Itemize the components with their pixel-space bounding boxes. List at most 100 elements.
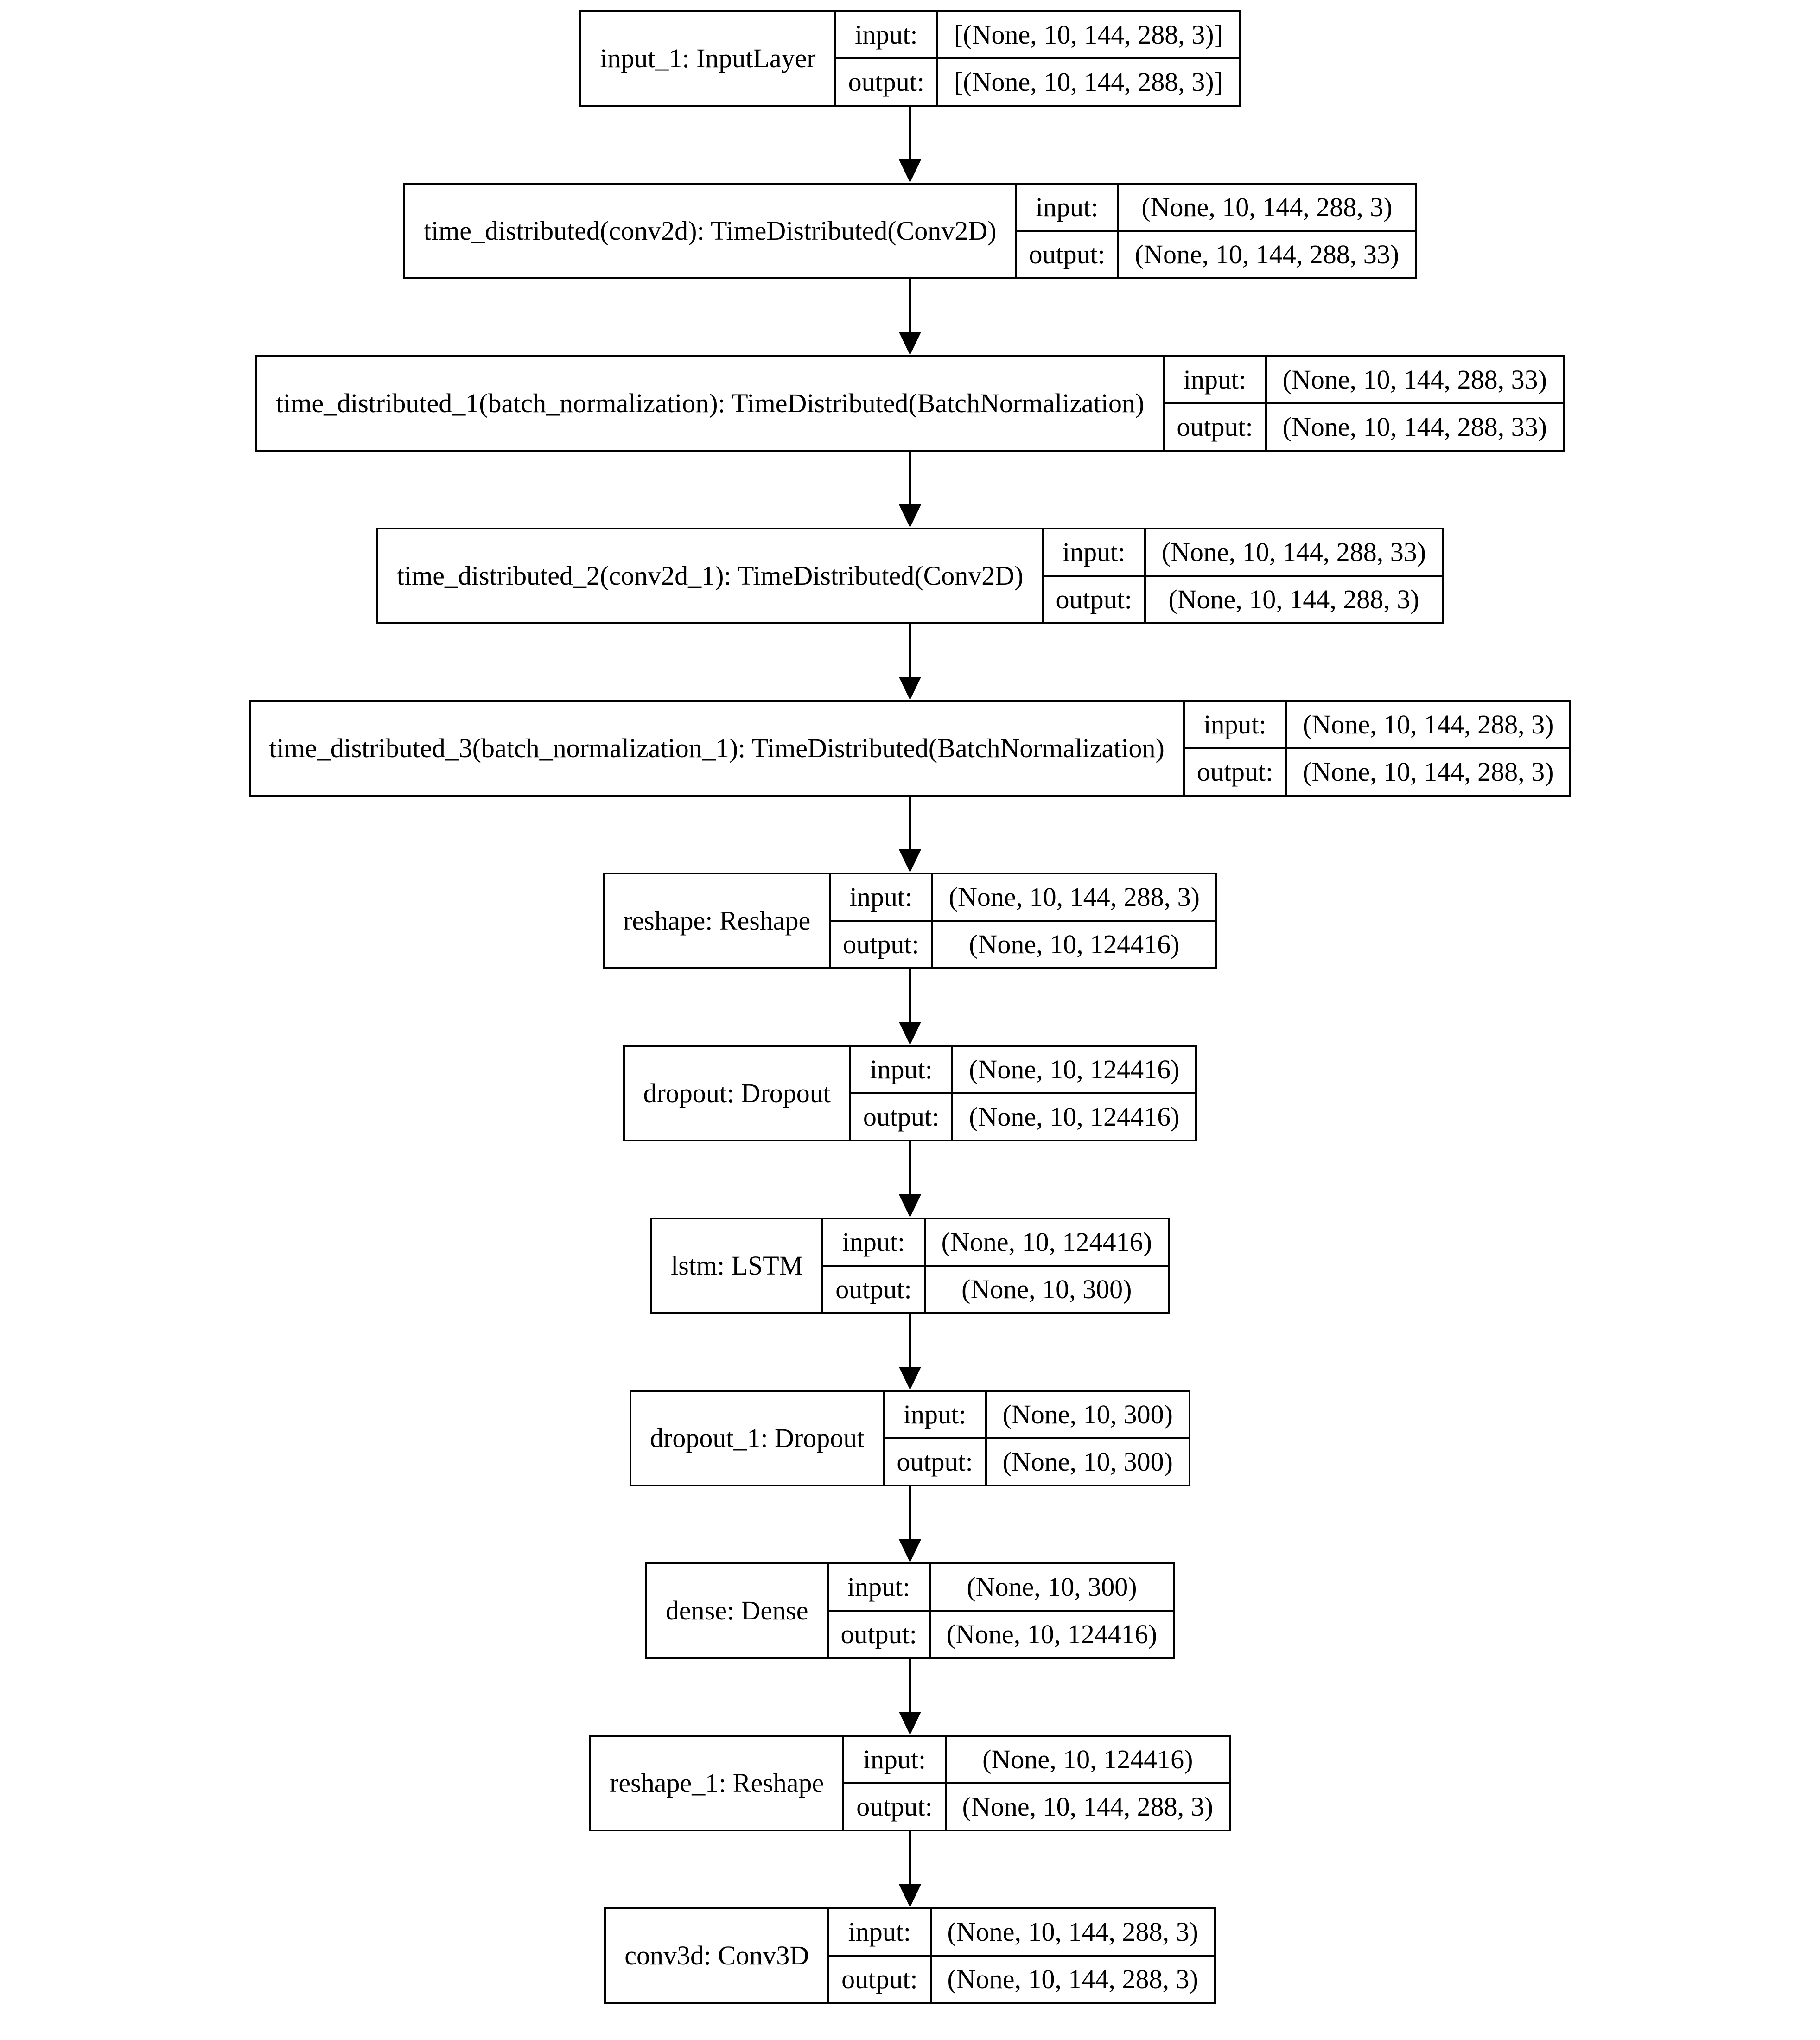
layer-node-dropout: dropout: Dropout input: (None, 10, 12441… — [623, 1045, 1197, 1141]
layer-node-dropout-1: dropout_1: Dropout input: (None, 10, 300… — [630, 1390, 1190, 1486]
arrow-head-icon — [899, 159, 921, 183]
output-label: output: — [821, 1265, 926, 1314]
input-label: input: — [849, 1045, 954, 1094]
input-shape: (None, 10, 124416) — [951, 1045, 1197, 1094]
output-shape: (None, 10, 144, 288, 3) — [1285, 747, 1572, 797]
arrow-line — [909, 107, 911, 159]
input-shape: (None, 10, 300) — [929, 1562, 1175, 1612]
output-shape: (None, 10, 300) — [985, 1437, 1190, 1486]
layer-name: time_distributed_2(conv2d_1): TimeDistri… — [376, 528, 1044, 624]
layer-name: time_distributed_1(batch_normalization):… — [255, 355, 1165, 452]
layer-node-lstm: lstm: LSTM input: (None, 10, 124416) out… — [650, 1218, 1170, 1314]
arrow-head-icon — [899, 1539, 921, 1562]
arrow-line — [909, 1486, 911, 1539]
arrow-head-icon — [899, 1884, 921, 1907]
flow-arrow — [899, 797, 921, 873]
input-shape: (None, 10, 144, 288, 3) — [929, 1907, 1216, 1957]
input-shape: (None, 10, 144, 288, 33) — [1265, 355, 1565, 404]
input-label: input: — [827, 1562, 931, 1612]
input-label: input: — [1183, 700, 1287, 749]
arrow-line — [909, 969, 911, 1022]
layer-node-time-distributed-1-batch-normalization: time_distributed_1(batch_normalization):… — [255, 355, 1565, 452]
arrow-line — [909, 452, 911, 504]
input-label: input: — [821, 1218, 926, 1267]
output-shape: (None, 10, 144, 288, 33) — [1265, 402, 1565, 452]
input-label: input: — [834, 10, 938, 59]
arrow-line — [909, 624, 911, 677]
output-label: output: — [829, 920, 933, 969]
output-label: output: — [842, 1782, 947, 1831]
input-shape: (None, 10, 144, 288, 3) — [1285, 700, 1572, 749]
arrow-head-icon — [899, 504, 921, 528]
layer-name: dense: Dense — [645, 1562, 829, 1659]
input-shape: (None, 10, 124416) — [923, 1218, 1170, 1267]
output-shape: (None, 10, 144, 288, 3) — [929, 1955, 1216, 2004]
layer-node-reshape: reshape: Reshape input: (None, 10, 144, … — [603, 873, 1217, 969]
arrow-head-icon — [899, 1712, 921, 1735]
layer-name: reshape_1: Reshape — [589, 1735, 845, 1831]
flow-arrow — [899, 452, 921, 528]
flow-arrow — [899, 1831, 921, 1907]
output-label: output: — [1042, 575, 1146, 624]
layer-name: conv3d: Conv3D — [604, 1907, 830, 2004]
arrow-head-icon — [899, 332, 921, 355]
layer-name: input_1: InputLayer — [579, 10, 836, 107]
output-shape: (None, 10, 144, 288, 33) — [1117, 230, 1417, 279]
layer-name: time_distributed_3(batch_normalization_1… — [248, 700, 1185, 797]
layer-name: dropout: Dropout — [623, 1045, 851, 1141]
flow-arrow — [899, 1486, 921, 1562]
input-label: input: — [883, 1390, 987, 1439]
input-shape: (None, 10, 124416) — [944, 1735, 1231, 1784]
layer-name: time_distributed(conv2d): TimeDistribute… — [403, 183, 1017, 279]
output-shape: (None, 10, 300) — [923, 1265, 1170, 1314]
arrow-line — [909, 1141, 911, 1194]
output-shape: (None, 10, 124416) — [951, 1092, 1197, 1141]
flow-arrow — [899, 1314, 921, 1390]
output-label: output: — [883, 1437, 987, 1486]
arrow-head-icon — [899, 677, 921, 700]
input-shape: (None, 10, 144, 288, 3) — [1117, 183, 1417, 232]
input-label: input: — [829, 873, 933, 922]
input-label: input: — [1015, 183, 1119, 232]
output-shape: (None, 10, 124416) — [929, 1610, 1175, 1659]
layer-node-time-distributed-3-batch-normalization-1: time_distributed_3(batch_normalization_1… — [248, 700, 1572, 797]
flow-arrow — [899, 1141, 921, 1218]
arrow-head-icon — [899, 1022, 921, 1045]
layer-name: dropout_1: Dropout — [630, 1390, 885, 1486]
output-shape: [(None, 10, 144, 288, 3)] — [936, 57, 1241, 107]
arrow-line — [909, 1659, 911, 1712]
input-shape: (None, 10, 144, 288, 33) — [1144, 528, 1444, 577]
arrow-line — [909, 1831, 911, 1884]
output-label: output: — [1183, 747, 1287, 797]
arrow-line — [909, 797, 911, 849]
output-shape: (None, 10, 144, 288, 3) — [944, 1782, 1231, 1831]
layer-node-time-distributed-conv2d: time_distributed(conv2d): TimeDistribute… — [403, 183, 1417, 279]
output-label: output: — [849, 1092, 954, 1141]
layer-node-time-distributed-2-conv2d-1: time_distributed_2(conv2d_1): TimeDistri… — [376, 528, 1444, 624]
output-label: output: — [827, 1955, 932, 2004]
output-label: output: — [827, 1610, 931, 1659]
output-shape: (None, 10, 144, 288, 3) — [1144, 575, 1444, 624]
layer-node-reshape-1: reshape_1: Reshape input: (None, 10, 124… — [589, 1735, 1231, 1831]
output-label: output: — [1015, 230, 1119, 279]
input-shape: [(None, 10, 144, 288, 3)] — [936, 10, 1241, 59]
flow-arrow — [899, 1659, 921, 1735]
layer-node-conv3d: conv3d: Conv3D input: (None, 10, 144, 28… — [604, 1907, 1216, 2004]
input-label: input: — [1163, 355, 1267, 404]
input-shape: (None, 10, 300) — [985, 1390, 1190, 1439]
flow-arrow — [899, 107, 921, 183]
arrow-head-icon — [899, 849, 921, 873]
input-label: input: — [1042, 528, 1146, 577]
arrow-head-icon — [899, 1367, 921, 1390]
output-shape: (None, 10, 124416) — [931, 920, 1217, 969]
layer-name: lstm: LSTM — [650, 1218, 824, 1314]
input-shape: (None, 10, 144, 288, 3) — [931, 873, 1217, 922]
input-label: input: — [827, 1907, 932, 1957]
arrow-head-icon — [899, 1194, 921, 1218]
layer-name: reshape: Reshape — [603, 873, 831, 969]
arrow-line — [909, 279, 911, 332]
flow-arrow — [899, 279, 921, 355]
flow-arrow — [899, 624, 921, 700]
flow-arrow — [899, 969, 921, 1045]
